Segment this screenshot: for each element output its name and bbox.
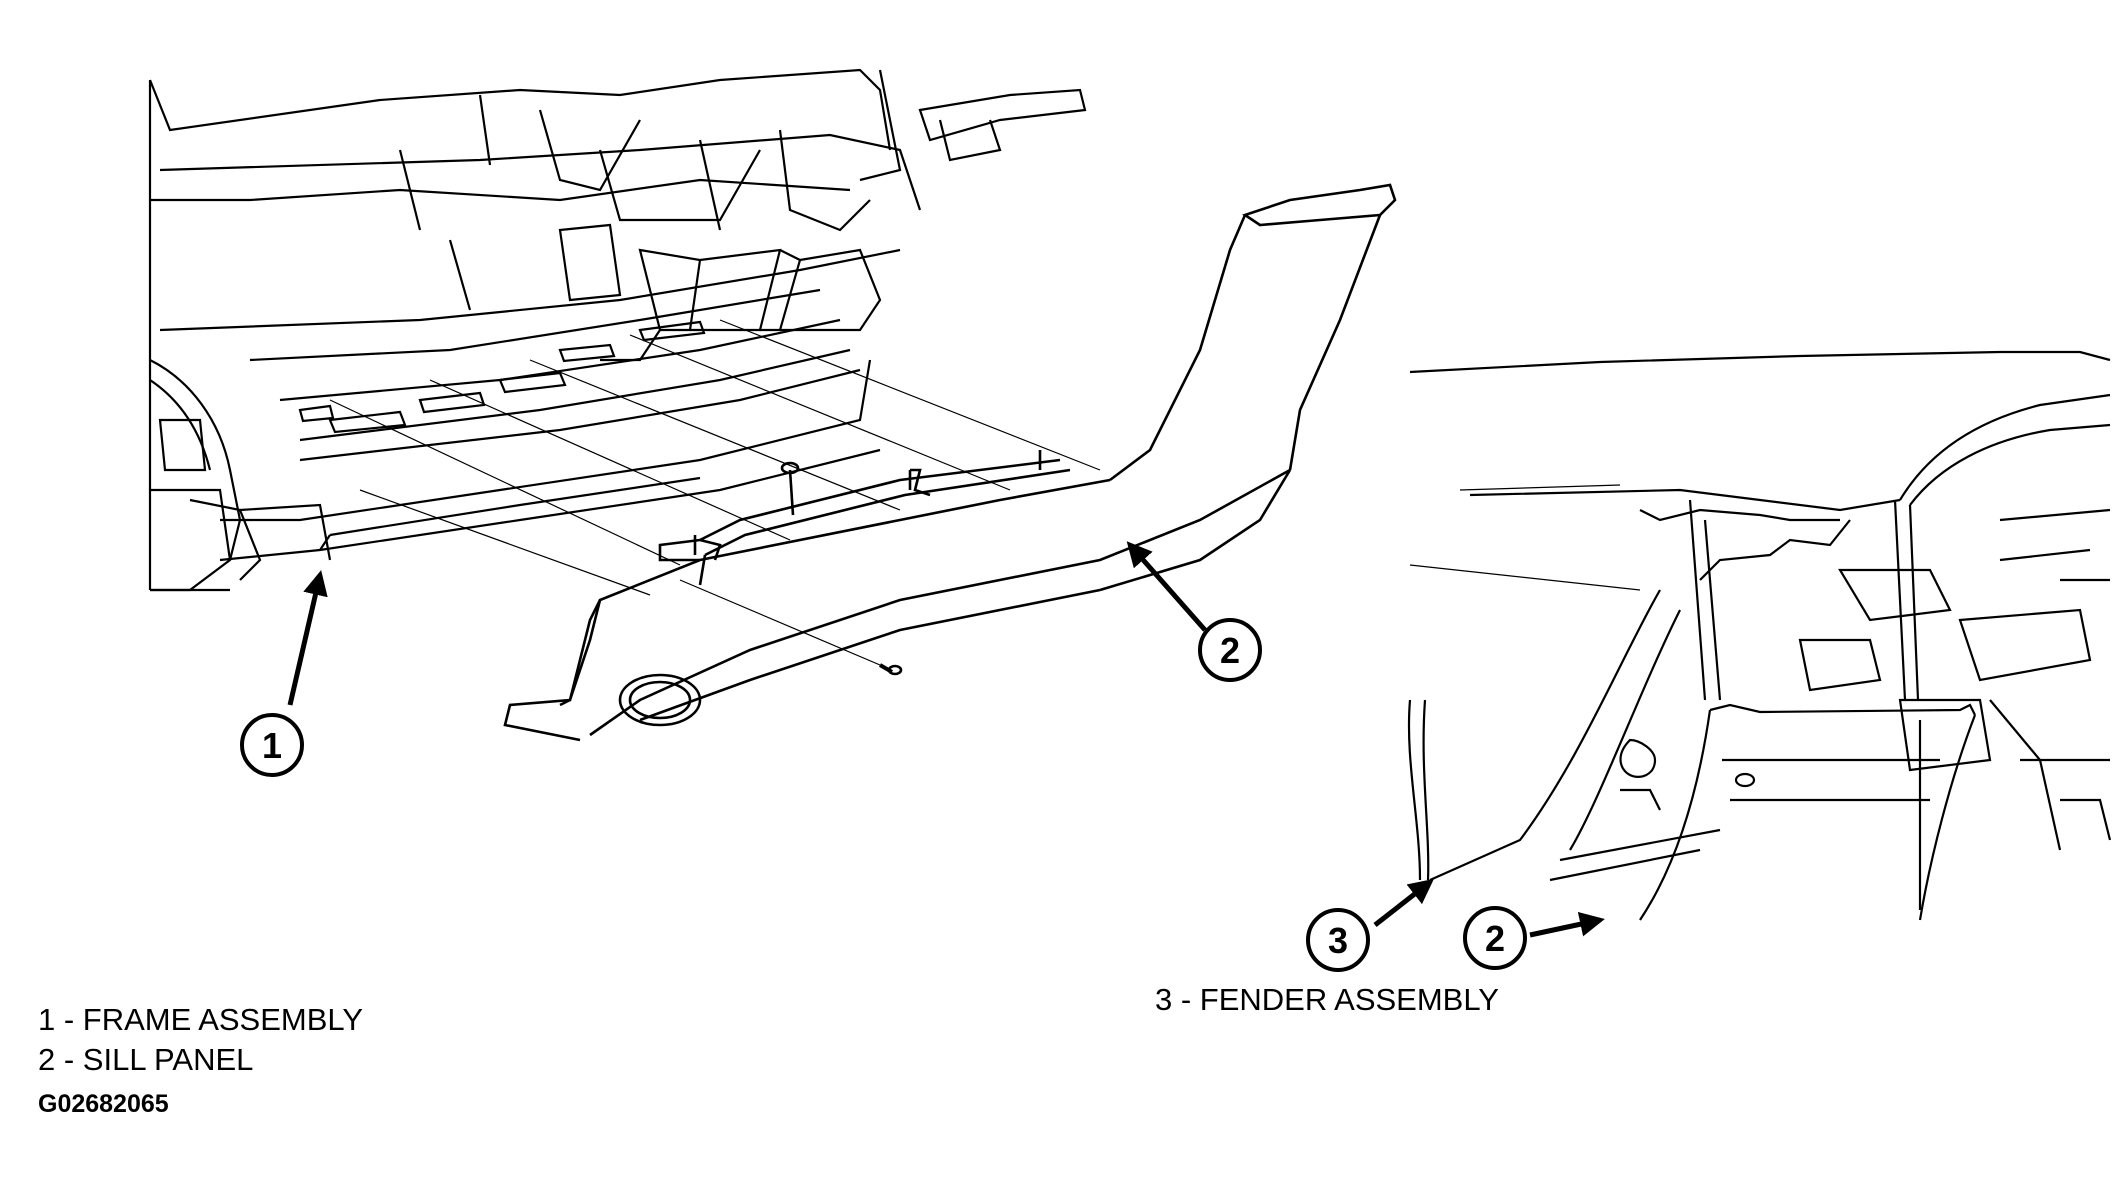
alignment-lines xyxy=(329,319,1101,666)
callout-1: 1 xyxy=(240,713,304,777)
fender-alignment-lines xyxy=(1409,484,1641,591)
callout-1-arrow xyxy=(287,570,328,706)
legend-item-sill-panel: 2 - SILL PANEL xyxy=(38,1042,254,1077)
callout-2b: 2 xyxy=(1463,906,1527,970)
callout-3: 3 xyxy=(1306,908,1370,972)
legend-right: 3 - FENDER ASSEMBLY xyxy=(1155,980,1499,1020)
legend-left: 1 - FRAME ASSEMBLY 2 - SILL PANEL xyxy=(38,1000,363,1080)
callout-2: 2 xyxy=(1198,618,1262,682)
callout-2b-arrow xyxy=(1529,911,1605,938)
callout-2-arrow xyxy=(1126,541,1207,632)
frame-assembly-drawing xyxy=(148,68,1087,592)
callout-1-label: 1 xyxy=(262,725,282,766)
sill-panel-drawing xyxy=(503,183,1397,742)
fender-assembly-drawing xyxy=(1407,350,2112,921)
callout-arrows xyxy=(287,541,1605,938)
legend-item-frame-assembly: 1 - FRAME ASSEMBLY xyxy=(38,1002,364,1037)
callout-2b-label: 2 xyxy=(1485,918,1505,959)
figure-id: G02682065 xyxy=(38,1090,169,1118)
legend-item-fender-assembly: 3 - FENDER ASSEMBLY xyxy=(1155,982,1499,1017)
callout-2-label: 2 xyxy=(1220,630,1240,671)
callout-3-arrow xyxy=(1373,878,1434,927)
callout-3-label: 3 xyxy=(1328,920,1348,961)
